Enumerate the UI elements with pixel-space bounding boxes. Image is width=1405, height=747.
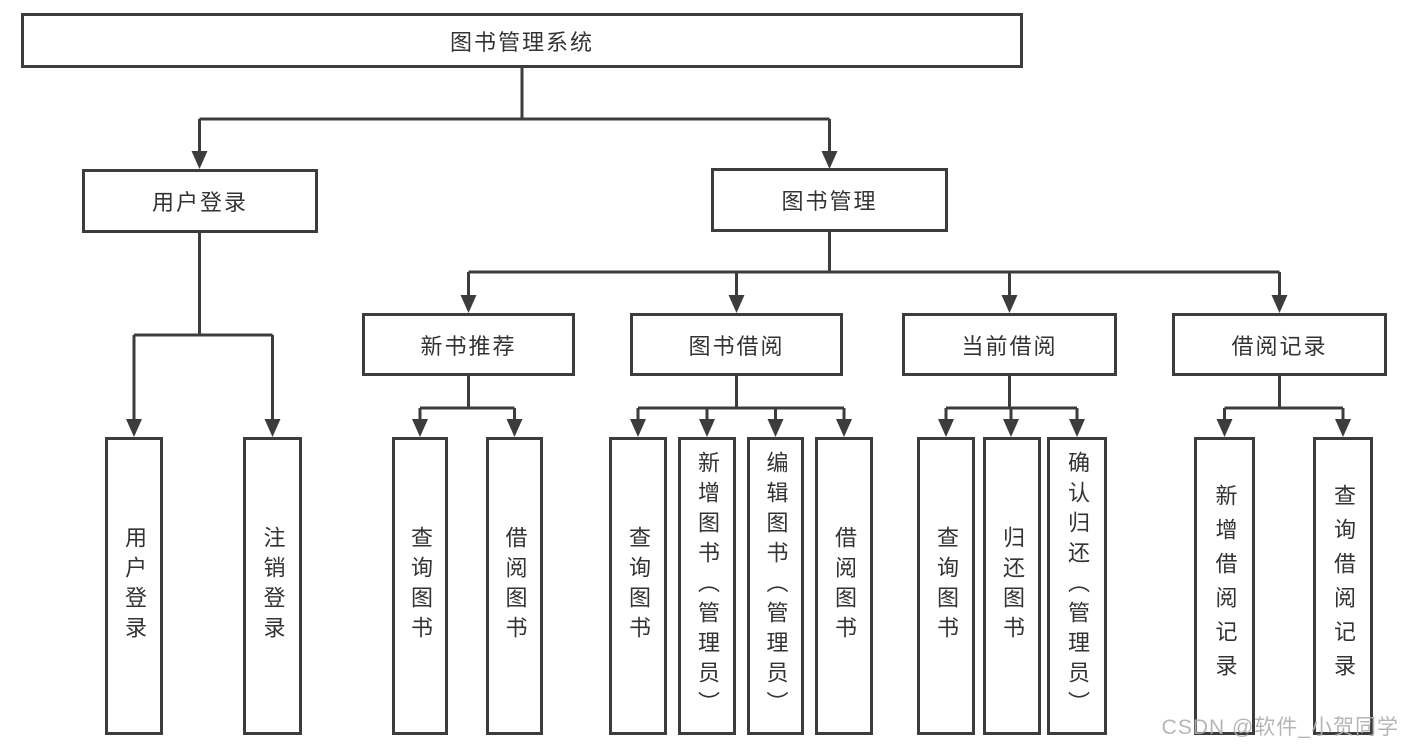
node-book-management-branch: 图书管理 <box>711 168 948 232</box>
node-root-system: 图书管理系统 <box>21 13 1023 68</box>
node-label: 借阅记录 <box>1231 333 1328 359</box>
node-label: 图书借阅 <box>688 333 785 359</box>
leaf-label: 新增借阅记录 <box>1212 484 1238 688</box>
leaf-query-books: 查询图书 <box>609 437 667 735</box>
leaf-label: 查询借阅记录 <box>1331 484 1356 688</box>
leaf-add-borrow-record: 新增借阅记录 <box>1194 437 1255 735</box>
connector-records-trunk <box>1224 376 1343 410</box>
node-label: 新书推荐 <box>420 333 517 359</box>
node-new-book-recommend: 新书推荐 <box>362 313 575 376</box>
leaf-label: 编辑图书（管理员） <box>763 451 789 721</box>
watermark: CSDN @软件_小贺同学 <box>1161 716 1399 739</box>
leaf-edit-book-admin: 编辑图书（管理员） <box>747 437 804 735</box>
leaf-label: 归还图书 <box>1000 526 1025 646</box>
leaf-label: 注销登录 <box>260 526 286 646</box>
node-label: 图书管理系统 <box>449 29 594 55</box>
leaf-label: 借阅图书 <box>832 526 857 646</box>
leaf-label: 借阅图书 <box>502 526 528 646</box>
leaf-borrow-books: 借阅图书 <box>815 437 873 735</box>
connector-newbook-trunk <box>420 376 515 410</box>
node-label: 图书管理 <box>781 189 878 214</box>
node-label: 当前借阅 <box>961 333 1058 359</box>
connector-book-trunk <box>468 232 1280 274</box>
node-label: 用户登录 <box>151 190 248 215</box>
leaf-label: 查询图书 <box>408 526 433 646</box>
connector-current-trunk <box>946 376 1077 410</box>
leaf-return-books: 归还图书 <box>983 437 1041 735</box>
node-book-borrowing: 图书借阅 <box>630 313 843 376</box>
leaf-label: 查询图书 <box>934 526 959 646</box>
leaf-label: 查询图书 <box>626 526 651 646</box>
leaf-user-login: 用户登录 <box>105 437 163 735</box>
leaf-query-books: 查询图书 <box>917 437 975 735</box>
node-current-borrowing: 当前借阅 <box>902 313 1117 376</box>
leaf-query-books: 查询图书 <box>392 437 448 735</box>
connector-borrow-trunk <box>638 376 844 410</box>
leaf-borrow-books: 借阅图书 <box>486 437 543 735</box>
leaf-logout: 注销登录 <box>243 437 302 735</box>
leaf-label: 新增图书（管理员） <box>695 451 720 721</box>
connector-root-trunk <box>199 68 830 121</box>
leaf-add-book-admin: 新增图书（管理员） <box>678 437 736 735</box>
leaf-label: 用户登录 <box>122 526 147 646</box>
connector-user-trunk <box>134 233 273 337</box>
leaf-query-borrow-record: 查询借阅记录 <box>1313 437 1373 735</box>
node-user-login-branch: 用户登录 <box>82 169 318 233</box>
node-borrowing-records: 借阅记录 <box>1172 313 1387 376</box>
leaf-label: 确认归还（管理员） <box>1065 451 1090 721</box>
leaf-confirm-return-admin: 确认归还（管理员） <box>1047 437 1107 735</box>
